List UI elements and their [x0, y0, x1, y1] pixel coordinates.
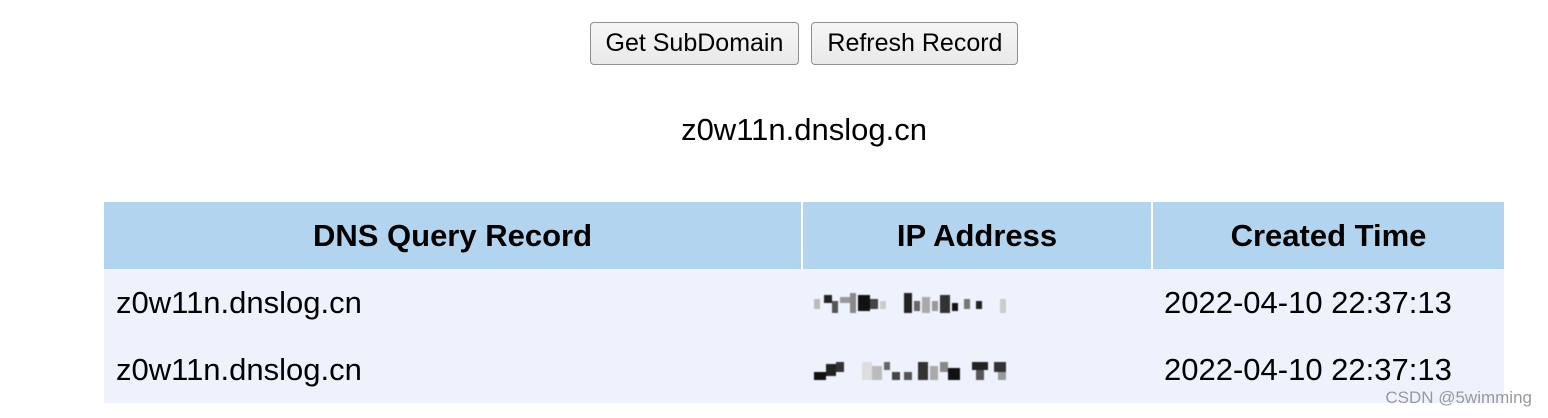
- ip-cell: [802, 336, 1152, 403]
- pixelated-ip-icon: [814, 293, 1006, 314]
- pixelated-ip-icon: [814, 362, 1006, 381]
- created-time-cell: 2022-04-10 22:37:13: [1152, 336, 1504, 403]
- record-cell: z0w11n.dnslog.cn: [104, 336, 802, 403]
- ip-cell: [802, 269, 1152, 336]
- records-table: DNS Query Record IP Address Created Time…: [104, 200, 1504, 403]
- subdomain-text: z0w11n.dnslog.cn: [681, 112, 927, 147]
- created-time-cell: 2022-04-10 22:37:13: [1152, 269, 1504, 336]
- table-row: z0w11n.dnslog.cn: [104, 336, 1504, 403]
- toolbar: Get SubDomain Refresh Record: [0, 22, 1548, 65]
- watermark: CSDN @5wimming: [1385, 388, 1532, 407]
- table-row: z0w11n.dnslog.cn: [104, 269, 1504, 336]
- table-header-row: DNS Query Record IP Address Created Time: [104, 200, 1504, 269]
- column-header-created-time: Created Time: [1151, 200, 1504, 269]
- column-header-dns-query-record: DNS Query Record: [104, 200, 802, 269]
- column-header-ip-address: IP Address: [801, 200, 1152, 269]
- record-cell: z0w11n.dnslog.cn: [104, 269, 802, 336]
- refresh-record-button[interactable]: Refresh Record: [811, 22, 1019, 65]
- get-subdomain-button[interactable]: Get SubDomain: [589, 22, 800, 65]
